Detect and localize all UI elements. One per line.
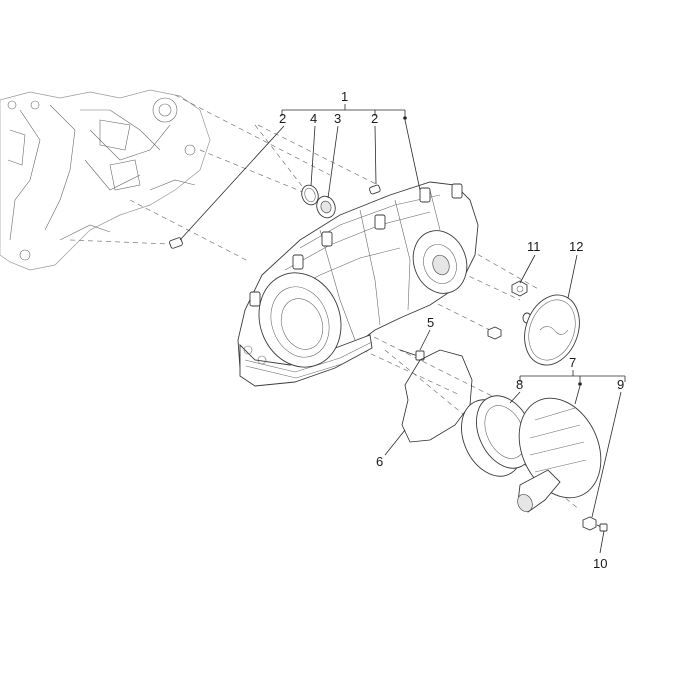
circlip <box>301 184 319 206</box>
intake-ring <box>461 395 534 477</box>
callout-leaders <box>179 104 626 554</box>
gasket <box>401 349 473 443</box>
cover-screw <box>582 516 608 532</box>
callout-12: 12 <box>569 239 583 254</box>
callout-labels: 1 2 4 3 2 11 12 5 7 8 9 6 10 <box>279 89 624 571</box>
callout-8: 8 <box>516 377 523 392</box>
dowel-pin-left <box>169 237 183 249</box>
callout-9: 9 <box>617 377 624 392</box>
callout-4: 4 <box>310 111 317 126</box>
callout-2-right: 2 <box>371 111 378 126</box>
callout-3: 3 <box>334 111 341 126</box>
engine-crankcase-ghost <box>0 89 211 271</box>
callout-11: 11 <box>527 239 541 254</box>
nut <box>511 280 528 297</box>
bolt <box>399 349 425 361</box>
callout-6: 6 <box>376 454 383 469</box>
callout-7: 7 <box>569 355 576 370</box>
callout-5: 5 <box>427 315 434 330</box>
callout-1: 1 <box>341 89 348 104</box>
transmission-cover <box>237 181 479 387</box>
callout-10: 10 <box>593 556 607 571</box>
intake-cover <box>517 397 602 513</box>
dowel-pin-right <box>369 184 381 195</box>
small-nut <box>487 326 502 340</box>
vespa-logo-badge <box>524 294 580 366</box>
bearing <box>316 195 336 219</box>
callout-2-left: 2 <box>279 111 286 126</box>
